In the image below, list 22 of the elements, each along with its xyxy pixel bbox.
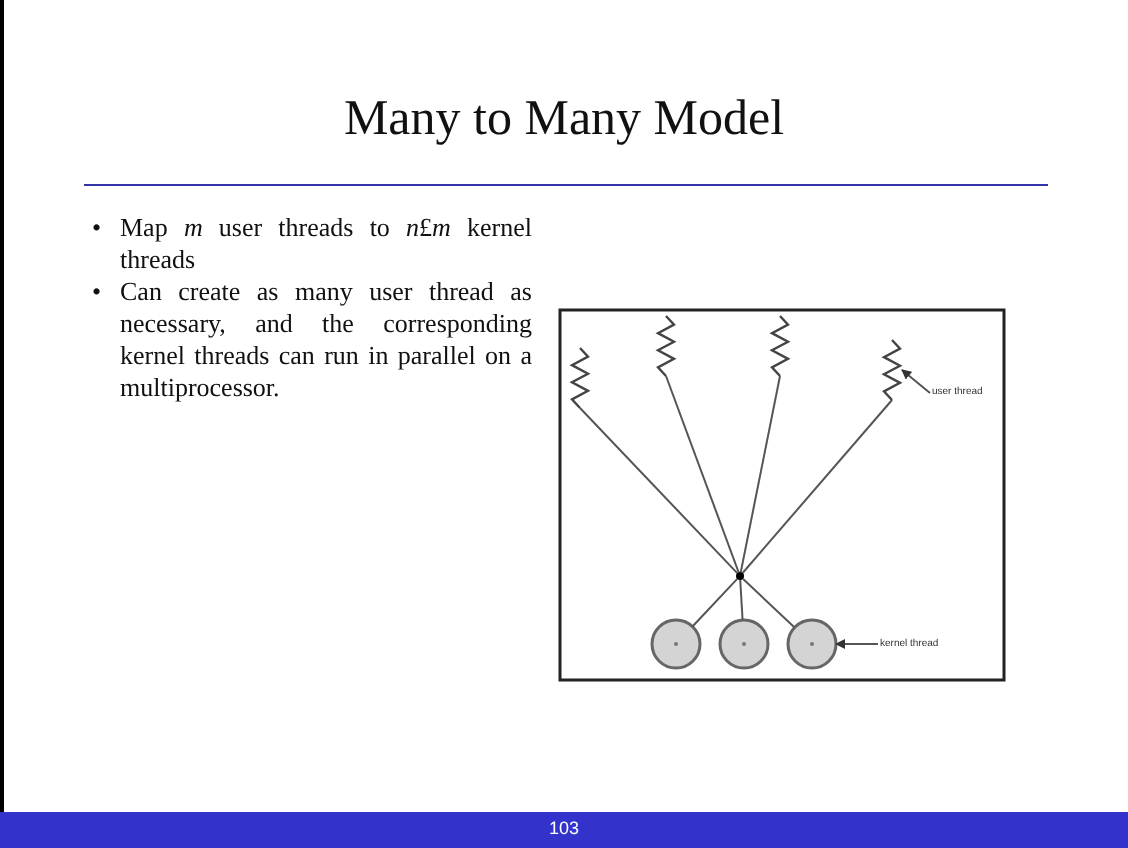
kernel-thread-circle (650, 618, 702, 670)
leader-arrow (901, 369, 931, 394)
thread-squiggle (655, 315, 677, 377)
connector-line (665, 375, 740, 574)
bullet-mark: • (92, 212, 102, 244)
kernel-thread-circle (718, 618, 770, 670)
bullet-text: Can create as many user thread as necessary, and the corresponding kernel threads can run in parallel on a multiprocessor. (120, 276, 532, 404)
connector-line (691, 577, 739, 628)
connector-line (739, 375, 781, 574)
bullet-mark: • (92, 276, 102, 308)
junction-dot (736, 572, 744, 580)
kernel-thread-circle (786, 618, 838, 670)
thread-squiggle (881, 339, 903, 401)
connector-line (739, 579, 744, 622)
slide-title: Many to Many Model (341, 92, 787, 148)
leader-arrow (835, 639, 879, 649)
page-number: 103 (546, 818, 582, 838)
bullet-text: Map m user threads to n£m kernel threads (120, 212, 532, 276)
connector-line (741, 399, 893, 574)
thread-squiggle (569, 347, 591, 409)
connector-line (741, 577, 796, 629)
thread-squiggle (769, 315, 791, 377)
